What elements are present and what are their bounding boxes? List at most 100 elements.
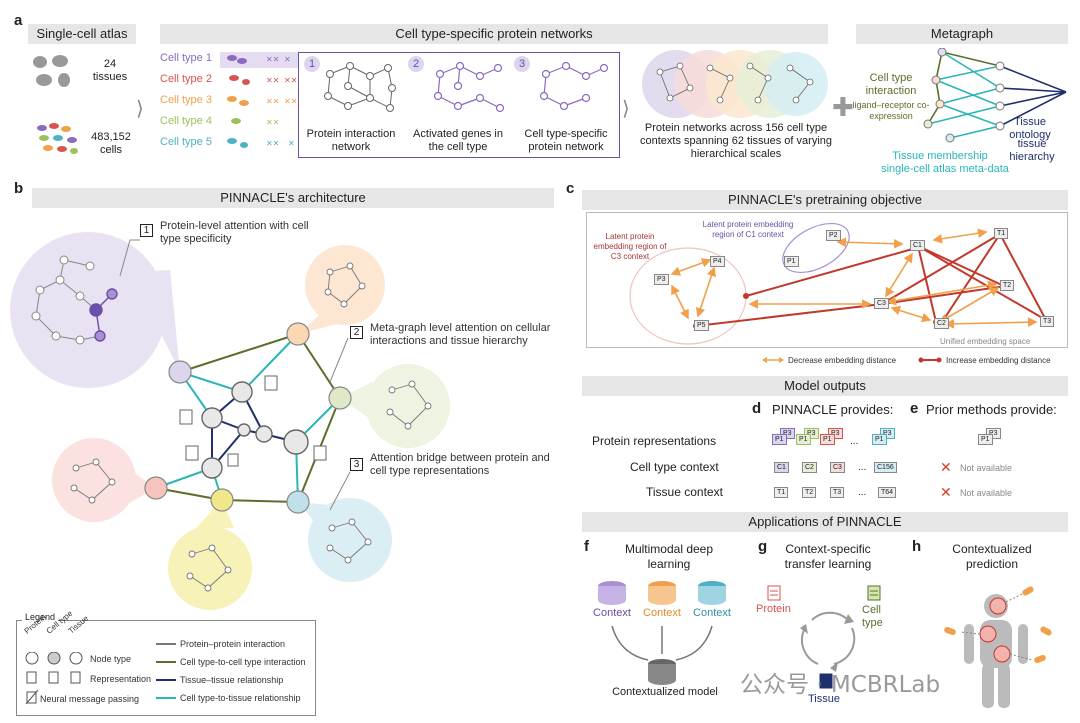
cell-type-3: Cell type 3 xyxy=(160,94,212,106)
mg-atlas-meta: single-cell atlas meta-data xyxy=(881,163,1009,175)
row-protein-repr: Protein representations xyxy=(592,434,717,448)
cell-type-5: Cell type 5 xyxy=(160,136,212,148)
mg-cell-type-interaction: Cell type interaction xyxy=(865,72,917,97)
panel-label-e: e xyxy=(910,400,919,417)
unified-space-label: Unified embedding space xyxy=(940,337,1031,346)
outputs-title: Model outputs xyxy=(582,376,1068,396)
callout-1-text: Protein-level attention with cell type s… xyxy=(160,220,309,245)
svg-text:✕✕: ✕✕ xyxy=(266,118,279,127)
multimodal-diagram xyxy=(590,580,740,690)
protein-chip: P1 xyxy=(820,434,835,445)
context-networks xyxy=(640,48,830,120)
callout-2-text: Meta-graph level attention on cellular i… xyxy=(370,322,551,347)
node-p4: P4 xyxy=(710,256,725,267)
protein-chip: P1 xyxy=(872,434,887,445)
row-tissue: Tissue context xyxy=(646,485,723,499)
node-p3: P3 xyxy=(654,274,669,285)
region-c3-label: Latent protein embedding region of C3 co… xyxy=(593,232,667,261)
mg-ligand-receptor: ligand–receptor co-expression xyxy=(852,100,930,121)
svg-text:✕✕: ✕✕ xyxy=(284,97,297,106)
cells-label: cells xyxy=(99,144,122,156)
g-cell-type-label: Cell type xyxy=(862,604,883,629)
svg-text:✕✕: ✕✕ xyxy=(284,76,297,85)
embedding-space xyxy=(586,212,1068,348)
legend-increase-line xyxy=(918,356,942,364)
legend-symbols xyxy=(24,652,88,712)
steps-box xyxy=(298,52,620,158)
plus-icon: ✚ xyxy=(832,92,854,122)
cell-chip-ellipsis: ... xyxy=(858,462,867,473)
applications-title: Applications of PINNACLE xyxy=(582,512,1068,532)
protein-chip-back: P3 xyxy=(780,428,795,439)
panel-label-a: a xyxy=(14,12,23,29)
mg-tissue-ontology: Tissue ontology xyxy=(1009,116,1051,141)
metagraph-title: Metagraph xyxy=(856,24,1068,44)
step-2-num: 2 xyxy=(412,58,420,70)
tissues-count: 24 xyxy=(103,58,117,70)
cell-cluster-icon xyxy=(34,120,80,160)
h-title: Contextualized prediction xyxy=(952,542,1032,571)
callout-2-num: 2 xyxy=(350,326,363,339)
not-available-cell: Not available xyxy=(960,463,1013,473)
protein-chip-group: P3 P1 P3 P1 P3 P1 ... P3 P1 xyxy=(772,428,900,452)
metagraph-diagram xyxy=(920,48,1070,148)
atlas-title: Single-cell atlas xyxy=(28,24,136,44)
step-3-label: Cell type-specific protein network xyxy=(524,128,608,153)
cross-icon: ✕ xyxy=(940,459,952,475)
panel-label-f: f xyxy=(584,538,589,555)
panel-label-h: h xyxy=(912,538,922,555)
networks-title: Cell type-specific protein networks xyxy=(160,24,828,44)
prior-provides: Prior methods provide: xyxy=(926,402,1057,417)
networks-caption: Protein networks across 156 cell type co… xyxy=(640,122,833,160)
cross-icon: ✕ xyxy=(940,484,952,500)
organ-icons xyxy=(30,52,76,92)
step-2-label: Activated genes in the cell type xyxy=(413,128,503,153)
panel-label-c: c xyxy=(566,180,575,197)
svg-text:✕✕: ✕✕ xyxy=(266,139,279,148)
callout-3-text: Attention bridge between protein and cel… xyxy=(370,452,550,477)
context-label-3: Context xyxy=(693,607,731,619)
node-c3: C3 xyxy=(874,298,889,309)
panel-label-g: g xyxy=(758,538,768,555)
pretraining-title: PINNACLE's pretraining objective xyxy=(582,190,1068,210)
cell-chip-c1: C1 xyxy=(774,462,789,473)
callout-3-num: 3 xyxy=(350,458,363,471)
legend-edge-cell-tissue: Cell type-to-tissue relationship xyxy=(180,693,301,703)
node-p2: P2 xyxy=(826,230,841,241)
legend-decrease-label: Decrease embedding distance xyxy=(788,356,897,365)
callout-1-num: 1 xyxy=(140,224,153,237)
protein-chip: P1 xyxy=(772,434,787,445)
legend-increase-label: Increase embedding distance xyxy=(946,356,1051,365)
tissue-chip-t1: T1 xyxy=(774,487,789,498)
legend-edge-lines xyxy=(156,640,176,704)
chevron-right-icon: ⟩ xyxy=(622,98,630,120)
g-protein-label: Protein xyxy=(756,603,791,615)
node-c1: C1 xyxy=(910,240,925,251)
prior-protein-chip-group: P3 P1 xyxy=(978,428,1008,452)
cell-chip-c2: C2 xyxy=(802,462,817,473)
region-c1-label: Latent protein embedding region of C1 co… xyxy=(702,220,794,239)
tissue-chip-t2: T2 xyxy=(802,487,817,498)
ellipsis: ... xyxy=(850,436,859,447)
step-1-label: Protein interaction network xyxy=(306,128,396,153)
legend-edge-ppi: Protein–protein interaction xyxy=(180,639,286,649)
protein-chip-back: P3 xyxy=(880,428,895,439)
cell-type-4: Cell type 4 xyxy=(160,115,212,127)
contextualized-model-label: Contextualized model xyxy=(612,686,718,698)
node-p1: P1 xyxy=(784,256,799,267)
f-title: Multimodal deep learning xyxy=(624,542,714,571)
contextualized-prediction-figure xyxy=(936,584,1066,716)
legend-message-passing: Neural message passing xyxy=(40,694,140,704)
chevron-right-icon: ⟩ xyxy=(136,98,144,120)
protein-chip-back: P3 xyxy=(986,428,1001,439)
panel-label-d: d xyxy=(752,400,762,417)
cell-type-1: Cell type 1 xyxy=(160,52,212,64)
legend-edge-cell-cell: Cell type-to-cell type interaction xyxy=(180,657,306,667)
architecture-title: PINNACLE's architecture xyxy=(32,188,554,208)
cell-chip-c156: C156 xyxy=(874,462,897,473)
pinnacle-provides: PINNACLE provides: xyxy=(772,402,894,417)
node-t3: T3 xyxy=(1040,316,1055,327)
embedding-diagram xyxy=(586,212,1068,348)
svg-text:✕✕: ✕✕ xyxy=(266,97,279,106)
protein-chip: P1 xyxy=(978,434,993,445)
